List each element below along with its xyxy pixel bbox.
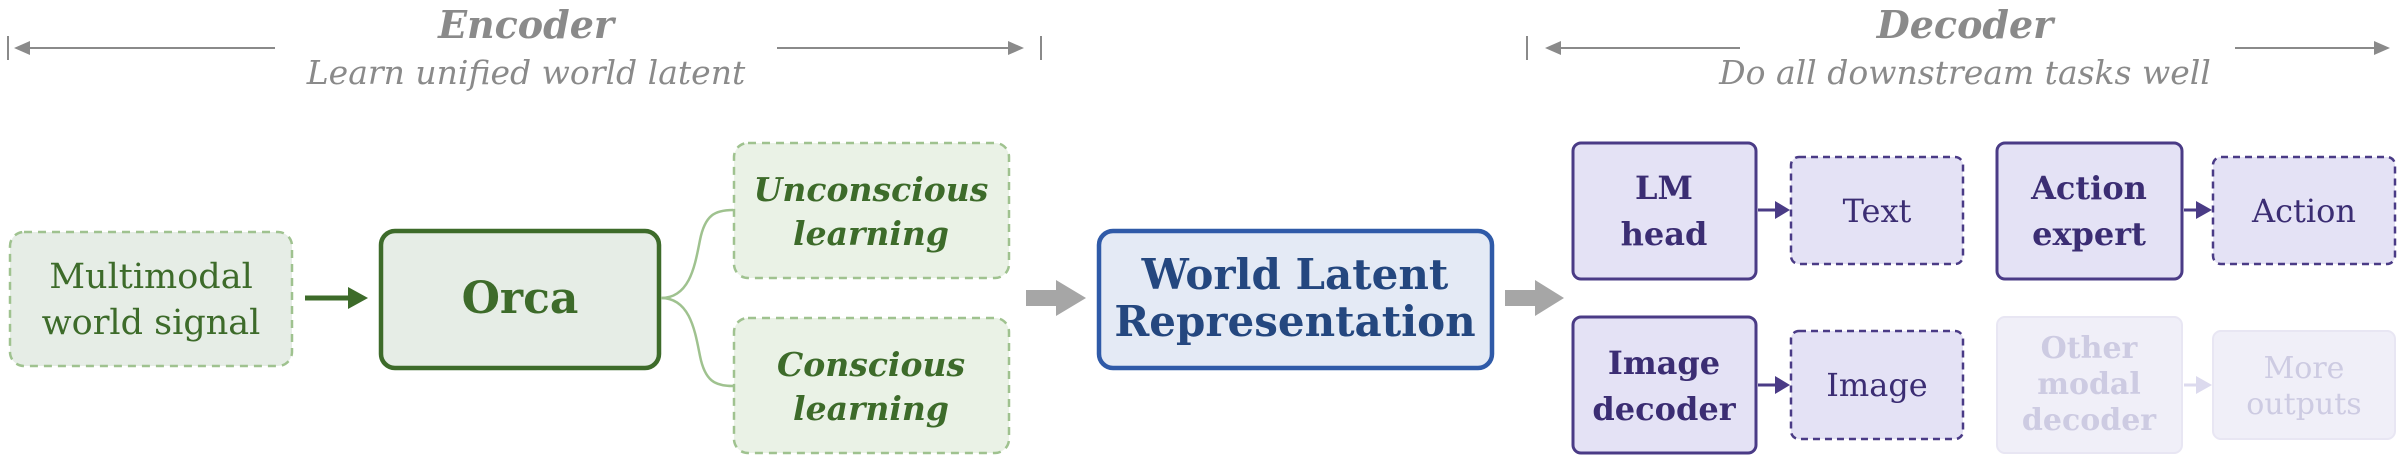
other-modal-decoder-node: Other modal decoder — [1996, 316, 2183, 454]
arrow-encoder-to-latent — [1026, 280, 1086, 316]
decoder-subtitle: Do all downstream tasks well — [1718, 53, 2211, 92]
lm-head-line2: head — [1621, 215, 1708, 253]
multimodal-input-line1: Multimodal — [49, 257, 253, 297]
world-latent-line1: World Latent — [1141, 250, 1449, 299]
image-decoder-node: Image decoder — [1571, 315, 1758, 455]
orca-node: Orca — [378, 228, 662, 371]
arrow-other-decoder-to-more-head-icon — [2196, 376, 2212, 394]
decoder-header: Decoder Do all downstream tasks well — [1526, 2, 2390, 92]
other-modal-decoder-line3: decoder — [2022, 403, 2157, 438]
action-expert-line1: Action — [2030, 169, 2147, 207]
multimodal-input-line2: world signal — [42, 303, 261, 343]
image-output-node: Image — [1789, 329, 1965, 441]
decoder-arrowhead-left-icon — [1545, 41, 1561, 55]
arrow-action-expert-to-action — [2184, 201, 2212, 219]
image-decoder-line2: decoder — [1592, 390, 1736, 428]
other-modal-decoder-line1: Other — [2041, 331, 2139, 366]
other-modal-decoder-line2: modal — [2037, 367, 2141, 402]
encoder-header: Encoder Learn unified world latent — [7, 2, 1042, 92]
decoder-title: Decoder — [1876, 2, 2056, 47]
arrow-image-decoder-to-image — [1758, 376, 1790, 394]
text-output-node: Text — [1789, 155, 1965, 266]
encoder-arrowhead-right-icon — [1008, 41, 1024, 55]
arrow-input-to-orca — [305, 287, 368, 309]
action-expert-line2: expert — [2032, 215, 2146, 253]
image-output-label: Image — [1826, 366, 1927, 404]
encoder-title: Encoder — [437, 2, 617, 47]
conscious-learning-node: Conscious learning — [732, 316, 1011, 455]
arrow-encoder-to-latent-head-icon — [1056, 280, 1086, 316]
arrow-lm-to-text-head-icon — [1775, 201, 1790, 219]
action-output-node: Action — [2211, 155, 2397, 266]
lm-head-node: LM head — [1571, 141, 1758, 281]
more-outputs-line1: More — [2264, 351, 2345, 386]
action-expert-node: Action expert — [1995, 141, 2184, 281]
unconscious-learning-line1: Unconscious — [754, 170, 989, 209]
encoder-subtitle: Learn unified world latent — [306, 53, 746, 92]
arrow-action-expert-to-action-head-icon — [2196, 201, 2212, 219]
encoder-arrowhead-left-icon — [14, 41, 30, 55]
multimodal-input-node: Multimodal world signal — [8, 230, 294, 368]
world-latent-node: World Latent Representation — [1096, 228, 1495, 371]
conscious-learning-line2: learning — [793, 389, 949, 428]
more-outputs-line2: outputs — [2246, 387, 2361, 422]
action-output-label: Action — [2251, 192, 2356, 230]
image-decoder-line1: Image — [1608, 344, 1720, 382]
arrow-other-decoder-to-more — [2184, 376, 2212, 394]
arrow-lm-to-text — [1758, 201, 1790, 219]
world-latent-line2: Representation — [1114, 297, 1475, 346]
conscious-learning-line1: Conscious — [777, 345, 965, 384]
text-output-label: Text — [1843, 192, 1912, 230]
more-outputs-node: More outputs — [2212, 330, 2396, 440]
orca-label: Orca — [462, 273, 579, 324]
decoder-arrowhead-right-icon — [2374, 41, 2390, 55]
arrow-image-decoder-to-image-head-icon — [1775, 376, 1790, 394]
arrow-input-to-orca-head-icon — [348, 287, 368, 309]
orca-branch-connectors — [660, 208, 734, 388]
lm-head-line1: LM — [1635, 169, 1693, 207]
arrow-latent-to-decoders — [1505, 280, 1564, 316]
unconscious-learning-node: Unconscious learning — [732, 141, 1011, 280]
arrow-latent-to-decoders-head-icon — [1535, 280, 1564, 316]
unconscious-learning-line2: learning — [793, 214, 949, 253]
